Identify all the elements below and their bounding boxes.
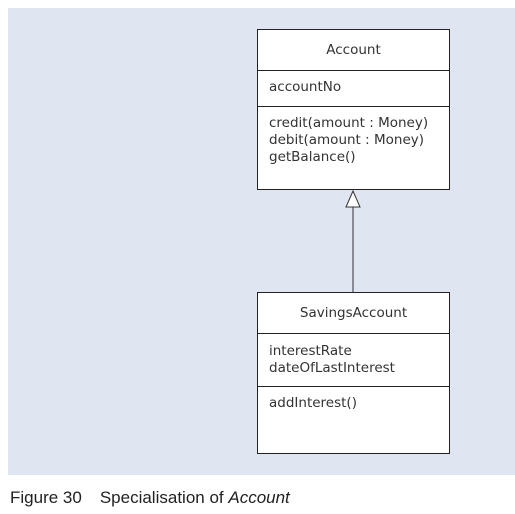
attribute: interestRate	[269, 343, 352, 359]
operation: credit(amount : Money)	[269, 115, 429, 131]
operations-compartment: addInterest()	[258, 387, 449, 412]
class-name: SavingsAccount	[258, 293, 449, 334]
operation: addInterest()	[269, 395, 357, 411]
figure-number: Figure 30	[10, 488, 82, 507]
class-name: Account	[258, 30, 449, 71]
operation: getBalance()	[269, 149, 356, 165]
figure-title-subject: Account	[228, 488, 290, 507]
figure-title-prefix: Specialisation of	[99, 488, 229, 507]
attributes-compartment: accountNo	[258, 71, 449, 107]
figure-caption: Figure 30 Specialisation of Account	[10, 488, 290, 508]
attribute: dateOfLastInterest	[269, 360, 395, 376]
generalization-arrowhead-icon	[345, 189, 361, 208]
operations-compartment: credit(amount : Money) debit(amount : Mo…	[258, 107, 449, 166]
class-box-savings-account: SavingsAccount interestRate dateOfLastIn…	[257, 292, 450, 454]
class-box-account: Account accountNo credit(amount : Money)…	[257, 29, 450, 190]
operation: debit(amount : Money)	[269, 132, 424, 148]
attributes-compartment: interestRate dateOfLastInterest	[258, 334, 449, 387]
attribute: accountNo	[269, 79, 342, 95]
